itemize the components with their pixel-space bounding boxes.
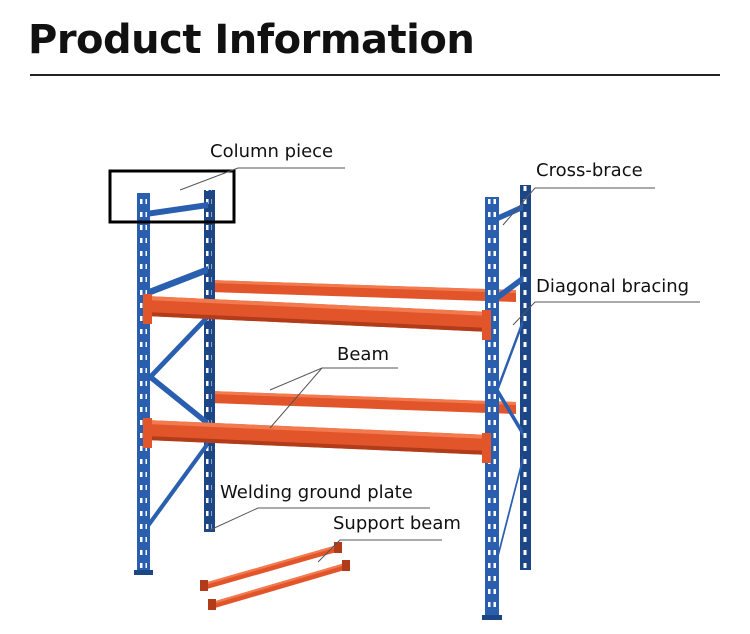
left-welding-ground-plate xyxy=(134,570,153,575)
label-support-beam: Support beam xyxy=(333,513,461,534)
leader-beam-front xyxy=(269,367,323,429)
beam-connector xyxy=(143,418,152,448)
label-beam: Beam xyxy=(337,344,389,365)
right-diagonal-brace-4 xyxy=(496,455,523,567)
leader-cross-brace xyxy=(502,187,655,226)
back-beam-upper xyxy=(210,280,516,302)
label-welding-ground-plate: Welding ground plate xyxy=(220,482,413,503)
left-frame xyxy=(134,190,215,575)
front-beam-lower xyxy=(143,418,491,463)
right-diagonal-brace-1 xyxy=(496,275,523,302)
left-diagonal-brace-4 xyxy=(146,440,208,532)
title-divider xyxy=(30,74,720,76)
beam-connector xyxy=(482,310,491,340)
loose-support-beam-1 xyxy=(200,542,342,591)
beam-connector xyxy=(143,294,152,324)
loose-support-beam-2 xyxy=(208,560,350,610)
left-top-cross-brace xyxy=(146,202,208,217)
right-top-cross-brace xyxy=(496,204,523,222)
left-diagonal-brace-3 xyxy=(146,370,208,427)
right-frame xyxy=(482,185,531,620)
leader-welding-ground-plate xyxy=(209,507,430,531)
front-beam-upper xyxy=(143,294,491,340)
beam-connector xyxy=(482,433,491,463)
page-title: Product Information xyxy=(28,17,475,63)
leader-beam-back xyxy=(269,367,398,391)
label-cross-brace: Cross-brace xyxy=(536,160,643,181)
column-piece-highlight-box xyxy=(108,169,236,224)
leader-column-piece xyxy=(179,167,345,191)
left-diagonal-brace-2 xyxy=(146,313,208,385)
back-beam-lower xyxy=(210,391,516,414)
leader-support-beam xyxy=(317,539,442,563)
right-diagonal-brace-2 xyxy=(496,318,523,397)
label-diagonal-bracing: Diagonal bracing xyxy=(536,276,689,297)
label-column-piece: Column piece xyxy=(210,141,333,162)
left-diagonal-brace-1 xyxy=(146,266,208,297)
leader-lines xyxy=(179,167,700,563)
leader-diagonal-bracing xyxy=(512,301,700,326)
right-welding-ground-plate xyxy=(482,615,502,620)
right-diagonal-brace-3 xyxy=(496,385,523,437)
